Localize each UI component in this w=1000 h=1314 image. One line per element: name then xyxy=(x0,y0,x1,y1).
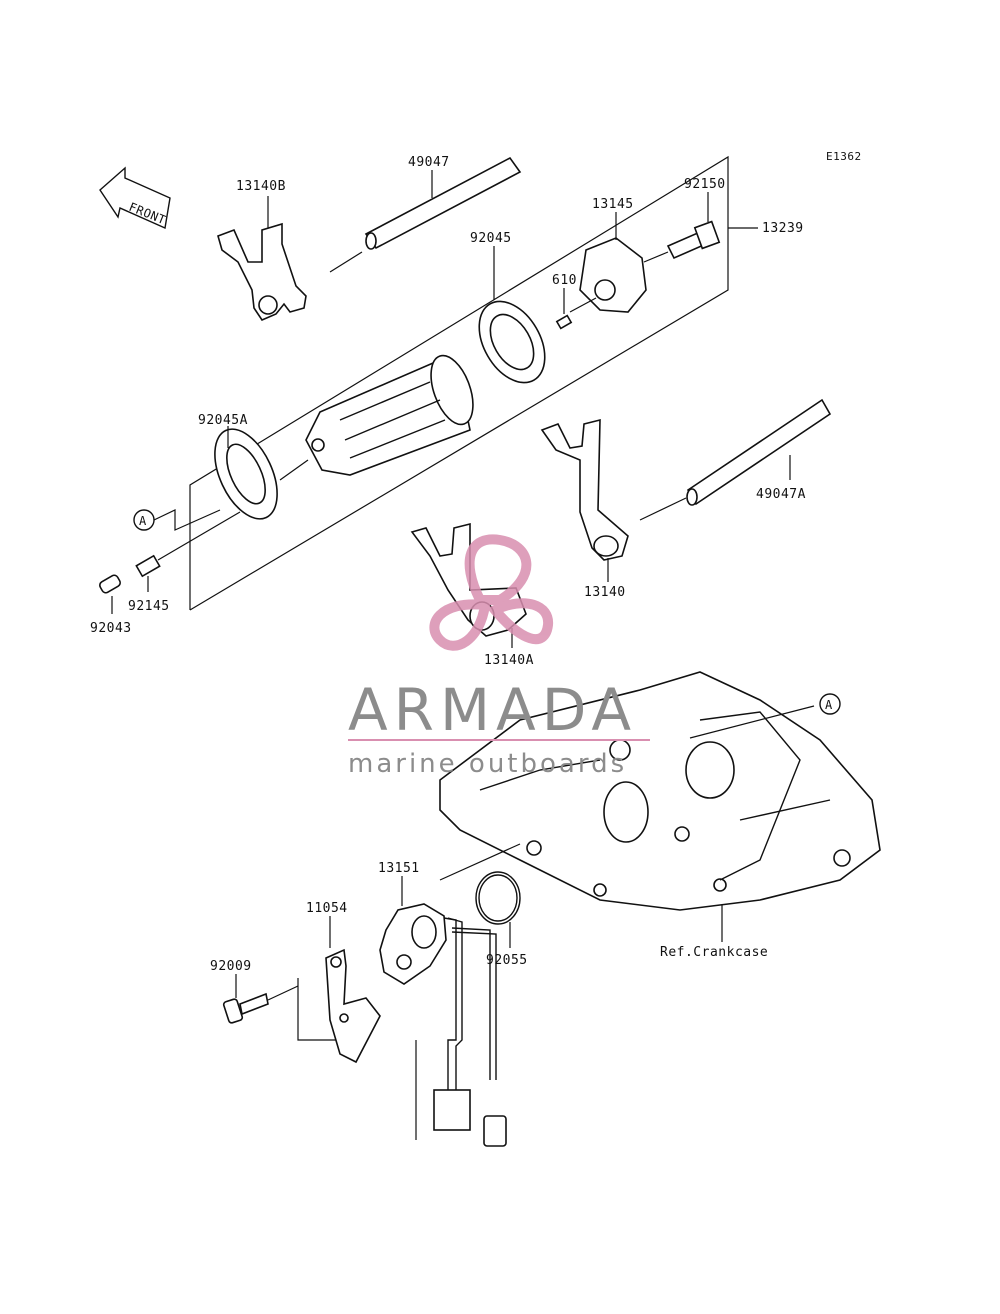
label-92145: 92145 xyxy=(128,599,170,614)
label-11054: 11054 xyxy=(306,901,348,916)
assembly-outline xyxy=(189,155,758,611)
connector-4pin-icon xyxy=(433,1089,471,1131)
pin-610 xyxy=(555,288,573,330)
shift-drum xyxy=(279,354,474,481)
label-92043: 92043 xyxy=(90,621,132,636)
plate-11054 xyxy=(297,916,381,1064)
label-13239: 13239 xyxy=(762,221,804,236)
label-13140b: 13140B xyxy=(236,179,286,194)
shift-fork-13140 xyxy=(540,418,629,582)
drum-guide-13145 xyxy=(569,212,647,313)
callout-a-left: A xyxy=(133,509,221,531)
propeller-logo-icon xyxy=(429,534,553,651)
armada-watermark: ARMADA marine outboards xyxy=(348,534,650,779)
connector-2pin-icon xyxy=(483,1115,507,1147)
crankcase-reference xyxy=(439,671,881,942)
label-92055: 92055 xyxy=(486,953,528,968)
bolt-92009 xyxy=(222,974,299,1024)
callout-a-left-label: A xyxy=(139,514,147,528)
shift-rod-49047 xyxy=(329,156,522,273)
label-610: 610 xyxy=(552,273,577,288)
spring-92145 xyxy=(135,511,241,592)
callout-a-right: A xyxy=(819,693,841,715)
label-49047a: 49047A xyxy=(756,487,806,502)
label-13145: 13145 xyxy=(592,197,634,212)
label-13140a: 13140A xyxy=(484,653,534,668)
watermark-brand: ARMADA xyxy=(348,676,637,744)
shift-fork-13140b xyxy=(217,196,307,321)
label-13151: 13151 xyxy=(378,861,420,876)
front-arrow-icon: FRONT xyxy=(99,166,171,230)
bearing-92045a xyxy=(214,426,278,520)
label-13140: 13140 xyxy=(584,585,626,600)
bearing-92045 xyxy=(478,246,546,384)
code-label: E1362 xyxy=(826,150,862,163)
plunger-92043 xyxy=(99,574,121,614)
label-49047: 49047 xyxy=(408,155,450,170)
label-92009: 92009 xyxy=(210,959,252,974)
shift-rod-49047a xyxy=(639,398,832,521)
label-92150: 92150 xyxy=(684,177,726,192)
label-92045a: 92045A xyxy=(198,413,248,428)
gear-position-sensor-13151 xyxy=(379,876,507,1147)
label-ref-crankcase: Ref.Crankcase xyxy=(660,945,768,960)
front-label: FRONT xyxy=(127,200,168,227)
o-ring-92055 xyxy=(439,843,521,948)
label-92045: 92045 xyxy=(470,231,512,246)
part-labels: E1362 13140B 49047 92150 13145 13239 920… xyxy=(90,150,862,974)
bolt-92150 xyxy=(643,192,721,263)
watermark-tagline: marine outboards xyxy=(348,749,627,779)
callout-a-right-label: A xyxy=(825,698,833,712)
